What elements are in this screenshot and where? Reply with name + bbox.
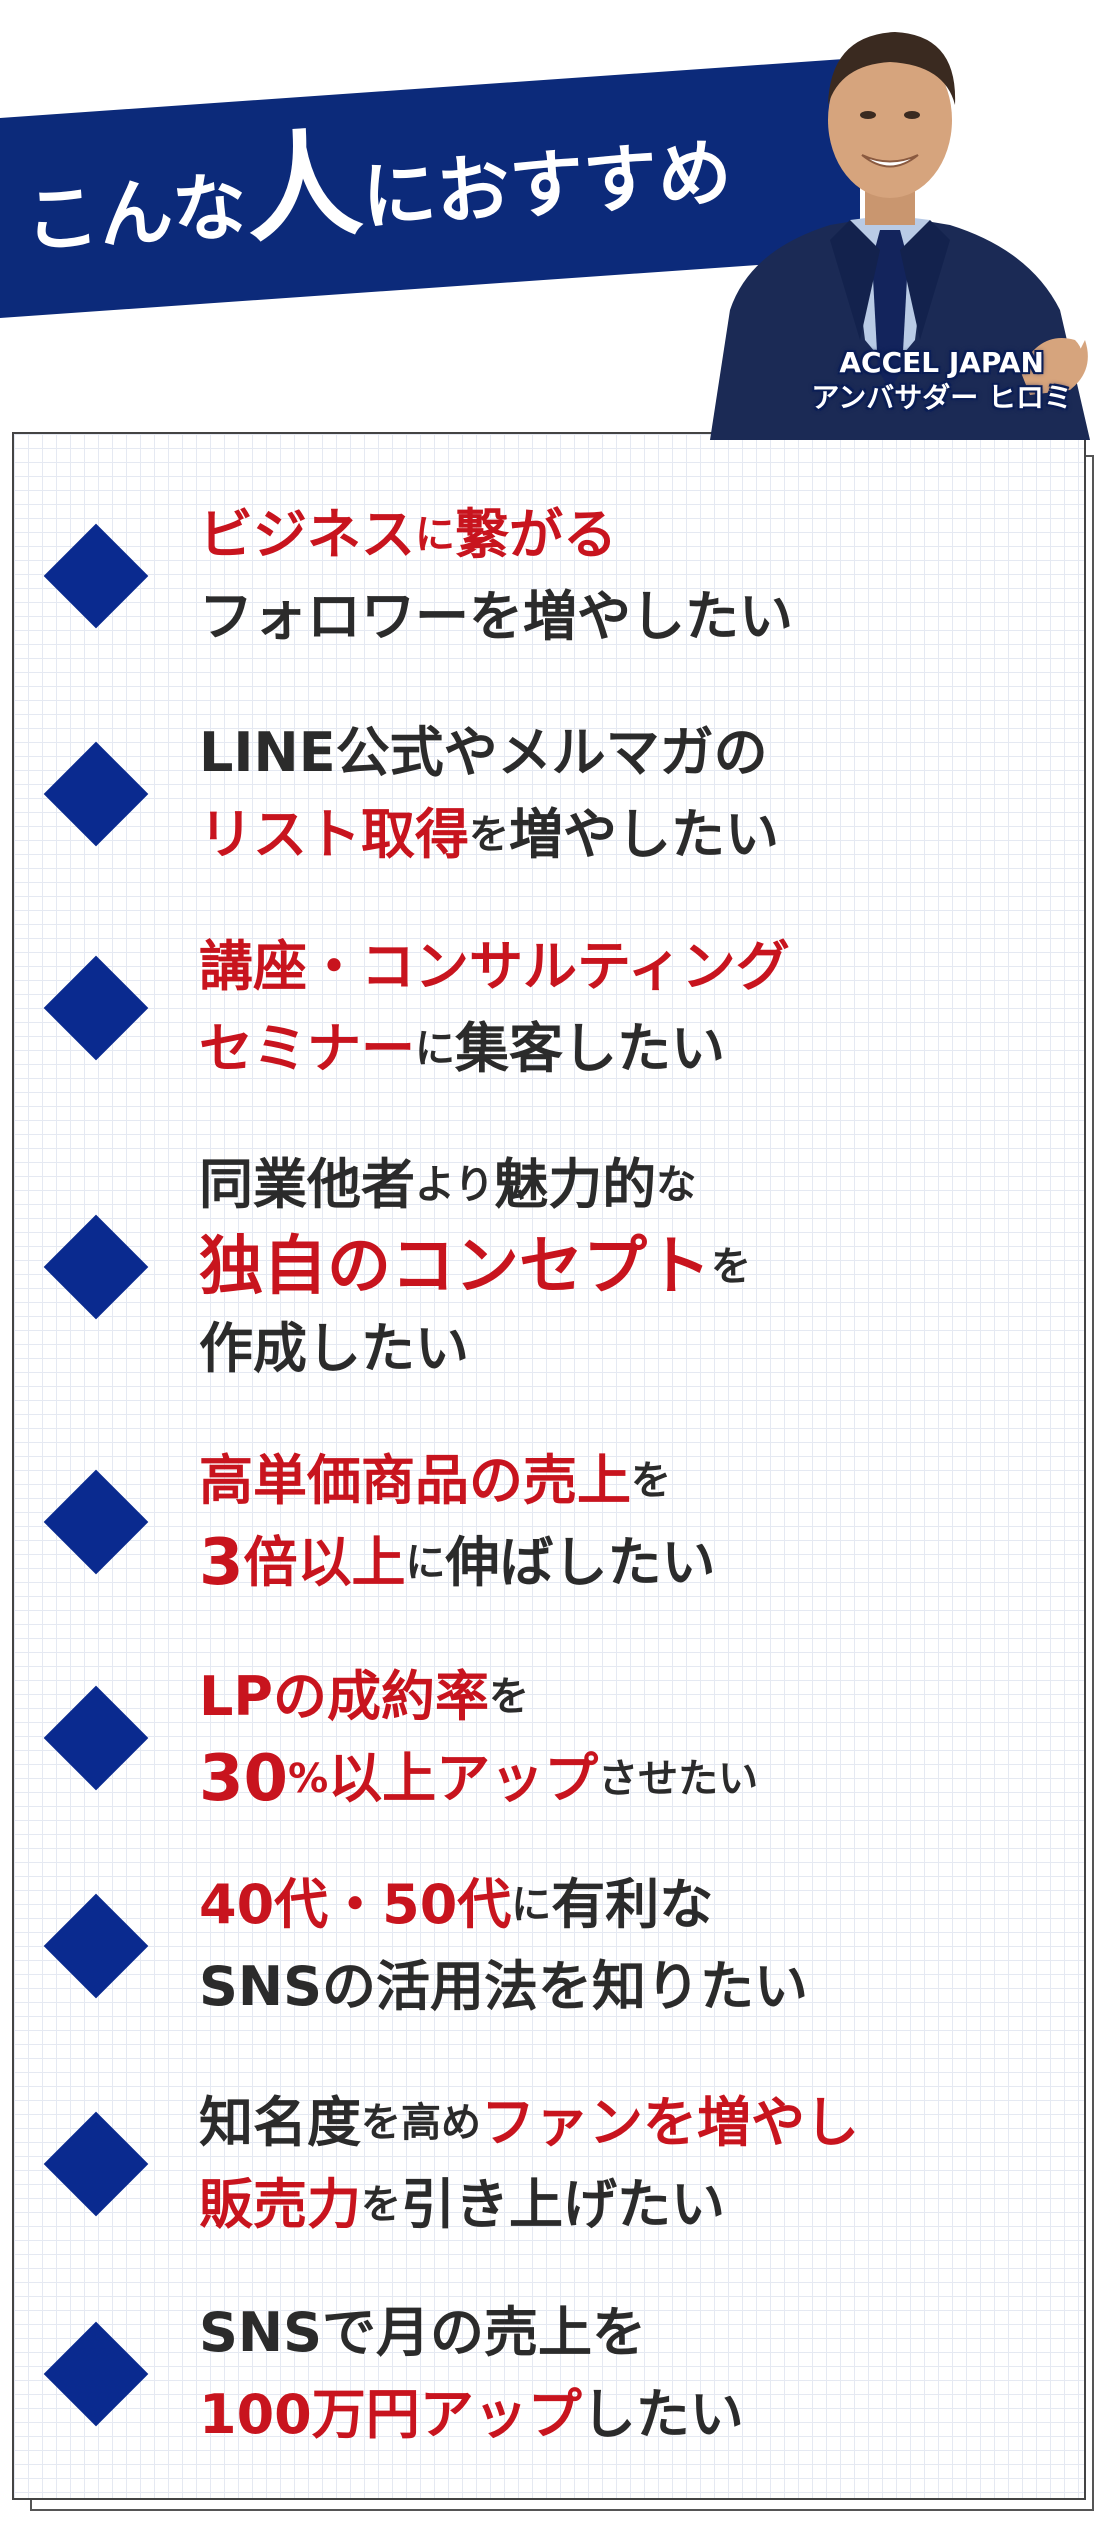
item-text: 有利な bbox=[551, 1873, 714, 1936]
list-item: SNSで月の売上を 100万円アップしたい bbox=[14, 2292, 1084, 2456]
diamond-bullet-icon bbox=[43, 1469, 149, 1575]
item-text: を bbox=[469, 812, 509, 858]
recommendation-list: ビジネスに繋がる フォロワーを増やしたい LINE公式やメルマガの リスト取得を… bbox=[12, 432, 1086, 2500]
item-text: 高め bbox=[401, 2100, 481, 2146]
item-text: を bbox=[631, 1458, 671, 1504]
item-text: 倍以上 bbox=[243, 1531, 406, 1594]
item-text: ファンを増やし bbox=[481, 2091, 859, 2154]
item-text: 増やしたい bbox=[509, 803, 779, 866]
item-text: 独自のコンセプト bbox=[199, 1230, 711, 1304]
title-segment: こんな bbox=[22, 163, 250, 265]
diamond-bullet-icon bbox=[43, 955, 149, 1061]
diamond-bullet-icon bbox=[43, 2321, 149, 2427]
item-text: 高単価商品の売上 bbox=[199, 1449, 631, 1512]
item-text: % bbox=[288, 1756, 329, 1802]
item-text: SNSで月の売上を bbox=[199, 2301, 646, 2364]
list-item: 40代・50代に有利な SNSの活用法を知りたい bbox=[14, 1864, 1084, 2028]
item-text: フォロワーを増やしたい bbox=[199, 585, 793, 648]
item-text: に bbox=[415, 1026, 455, 1072]
list-item: 同業他者より魅力的な 独自のコンセプトを 作成したい bbox=[14, 1144, 1084, 1390]
item-text: な bbox=[656, 1162, 697, 1208]
item-text: 伸ばしたい bbox=[445, 1531, 716, 1594]
diamond-bullet-icon bbox=[43, 1214, 149, 1320]
item-text: リスト取得 bbox=[199, 803, 469, 866]
item-text: より bbox=[415, 1162, 495, 1208]
item-text: 繋がる bbox=[455, 503, 617, 566]
item-text: セミナー bbox=[199, 1017, 415, 1080]
item-text: の bbox=[273, 1665, 327, 1728]
item-text: ビジネス bbox=[199, 503, 415, 566]
item-text: 販売力 bbox=[199, 2173, 361, 2236]
diamond-bullet-icon bbox=[43, 741, 149, 847]
caption-role: アンバサダー ヒロミ bbox=[811, 381, 1072, 414]
caption-company: ACCEL JAPAN bbox=[839, 346, 1044, 379]
item-text: に bbox=[405, 1540, 446, 1586]
diamond-bullet-icon bbox=[43, 1685, 149, 1791]
item-text: SNSの活用法を知りたい bbox=[199, 1955, 808, 2018]
diamond-bullet-icon bbox=[43, 2111, 149, 2217]
item-text: 30 bbox=[199, 1742, 289, 1816]
item-text: 講座・コンサルティング bbox=[199, 935, 790, 998]
item-text: LINE公式やメルマガの bbox=[199, 721, 768, 784]
item-text: 3 bbox=[199, 1526, 244, 1600]
item-text: したい bbox=[581, 2383, 744, 2446]
diamond-bullet-icon bbox=[43, 1893, 149, 1999]
item-text: LP bbox=[199, 1665, 273, 1728]
item-text: 作成したい bbox=[199, 1317, 469, 1380]
item-text: 魅力的 bbox=[494, 1153, 657, 1216]
diamond-bullet-icon bbox=[43, 523, 149, 629]
list-item: 講座・コンサルティング セミナーに集客したい bbox=[14, 926, 1084, 1090]
title-segment-emphasis: 人 bbox=[240, 116, 366, 260]
item-text: 成約率 bbox=[327, 1665, 489, 1728]
item-text: を bbox=[361, 2100, 401, 2146]
list-item: ビジネスに繋がる フォロワーを増やしたい bbox=[14, 494, 1084, 658]
item-text: 集客したい bbox=[455, 1017, 725, 1080]
item-text: を bbox=[489, 1674, 529, 1720]
item-text: を bbox=[361, 2182, 401, 2228]
item-text: に bbox=[415, 512, 455, 558]
ambassador-caption: ACCEL JAPAN アンバサダー ヒロミ bbox=[811, 345, 1072, 415]
item-text: 同業他者 bbox=[199, 1153, 415, 1216]
list-item: LINE公式やメルマガの リスト取得を増やしたい bbox=[14, 712, 1084, 876]
ambassador-photo bbox=[690, 10, 1100, 440]
item-text: 以上アップ bbox=[328, 1747, 599, 1810]
item-text: を bbox=[711, 1244, 751, 1290]
item-text: 40代・50代 bbox=[199, 1873, 512, 1936]
item-text: 100万円アップ bbox=[199, 2383, 582, 2446]
item-text: させたい bbox=[598, 1756, 759, 1802]
item-text: に bbox=[511, 1882, 552, 1928]
item-text: 知名度 bbox=[199, 2091, 361, 2154]
list-item: 知名度を高めファンを増やし 販売力を引き上げたい bbox=[14, 2082, 1084, 2246]
item-text: 引き上げたい bbox=[401, 2173, 725, 2236]
